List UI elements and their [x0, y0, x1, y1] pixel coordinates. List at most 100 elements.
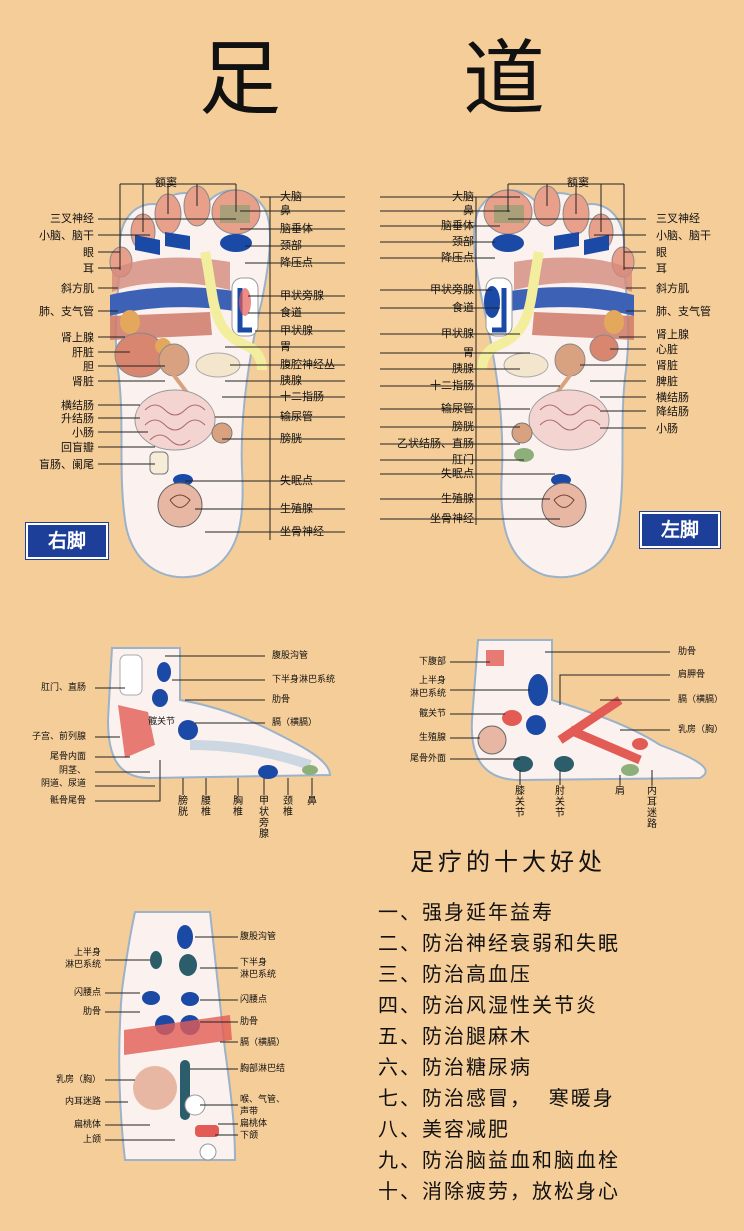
label-in-lumbar: 腰椎	[201, 796, 211, 818]
label-in-parathyroid: 甲状旁腺	[259, 796, 269, 840]
label-top-upper-jaw: 上颌	[82, 1135, 101, 1145]
label-rf-gonad: 生殖腺	[280, 502, 313, 515]
label-top-inguinal: 腹股沟管	[240, 932, 277, 942]
label-top-lower-jaw: 下颌	[240, 1131, 259, 1141]
label-in-uterus: 子宫、前列腺	[31, 732, 86, 742]
label-lf-small-intestine: 小肠	[656, 422, 678, 435]
left-foot-leader-lines	[380, 183, 646, 525]
label-rf-lung: 肺、支气管	[39, 305, 94, 318]
top-of-foot	[118, 911, 237, 1161]
label-top-diaphragm: 膈（横膈）	[240, 1038, 286, 1048]
label-rf-insomnia-point: 失眠点	[280, 474, 313, 487]
label-lf-eye: 眼	[656, 246, 667, 259]
label-rf-gallbladder: 胆	[83, 360, 94, 373]
label-lf-transverse-colon: 横结肠	[656, 391, 689, 404]
label-lf-adrenal: 肾上腺	[656, 328, 689, 341]
label-lf-duodenum: 十二指肠	[430, 379, 474, 392]
label-top-lymph-right: 淋巴系统	[240, 970, 277, 980]
benefit-item: 二、防治神经衰弱和失眠	[378, 931, 620, 955]
label-lf-frontal-sinus: 额窦	[567, 176, 589, 189]
label-in-inguinal: 腹股沟管	[272, 651, 309, 661]
label-rf-liver: 肝脏	[72, 346, 94, 359]
label-lf-insomnia-point: 失眠点	[441, 467, 474, 480]
label-out-inner-ear: 内耳迷路	[647, 786, 657, 830]
label-rf-kidney: 肾脏	[72, 375, 94, 388]
label-in-coccyx-inner: 尾骨内面	[49, 752, 86, 762]
benefit-item: 七、防治感冒， 寒暖身	[378, 1086, 615, 1110]
label-top-rib-right: 肋骨	[240, 1017, 259, 1027]
label-top-tonsil-right: 扁桃体	[240, 1119, 268, 1129]
label-lf-gonad: 生殖腺	[441, 492, 474, 505]
label-lf-neck: 颈部	[452, 235, 474, 248]
outer-side-foot	[470, 639, 707, 782]
label-lf-ureter: 输尿管	[441, 402, 474, 415]
label-lf-sigmoid: 乙状结肠、直肠	[397, 437, 474, 450]
label-in-cervical: 颈椎	[283, 796, 293, 818]
label-out-knee: 膝关节	[515, 786, 525, 819]
label-rf-frontal-sinus: 额窦	[155, 176, 177, 189]
label-in-nose: 鼻	[307, 796, 317, 807]
label-out-diaphragm: 膈（横膈）	[678, 695, 724, 705]
label-top-inner-ear: 内耳迷路	[64, 1097, 101, 1107]
label-rf-trigeminal: 三叉神经	[50, 212, 94, 225]
benefit-item: 六、防治糖尿病	[378, 1055, 532, 1079]
label-lf-cerebellum: 小脑、脑干	[656, 229, 711, 242]
label-out-elbow: 肘关节	[555, 786, 565, 819]
left-foot-badge: 左脚	[640, 512, 720, 548]
label-top-chest-lymph: 胸部淋巴结	[240, 1064, 286, 1074]
label-lf-ear: 耳	[656, 262, 667, 275]
label-rf-transverse-colon: 横结肠	[61, 399, 94, 412]
label-out-lower-abdomen: 下腹部	[418, 657, 446, 667]
label-lf-anus: 肛门	[452, 453, 474, 466]
label-out-shoulder: 肩	[615, 786, 625, 797]
label-rf-parathyroid: 甲状旁腺	[280, 289, 324, 302]
label-out-breast: 乳房（胸）	[678, 725, 724, 735]
label-rf-esophagus: 食道	[280, 306, 302, 319]
label-lf-pituitary: 脑垂体	[441, 219, 474, 232]
label-in-hip: 髋关节	[148, 717, 176, 727]
label-lf-parathyroid: 甲状旁腺	[430, 283, 474, 296]
label-top-vocal-cord: 声带	[240, 1107, 259, 1117]
label-top-lower-body: 下半身	[240, 958, 268, 968]
label-lf-bp-point: 降压点	[441, 251, 474, 264]
label-lf-pancreas: 胰腺	[452, 362, 474, 375]
label-lf-heart: 心脏	[656, 343, 678, 356]
label-in-lower-lymph: 下半身淋巴系统	[272, 675, 336, 685]
left-foot-sole	[473, 185, 635, 579]
label-in-vagina: 阴道、尿道	[40, 779, 86, 789]
label-lf-esophagus: 食道	[452, 301, 474, 314]
label-top-lumbago-left: 闪腰点	[73, 988, 101, 998]
label-in-anus-rectum: 肛门、直肠	[40, 683, 86, 693]
label-rf-cerebellum: 小脑、脑干	[39, 229, 94, 242]
top-foot-leader-lines	[105, 936, 238, 1141]
label-lf-kidney: 肾脏	[656, 359, 678, 372]
label-rf-ileocecal: 回盲瓣	[61, 441, 94, 454]
label-rf-bp-point: 降压点	[280, 256, 313, 269]
label-lf-cerebrum: 大脑	[452, 190, 474, 203]
label-rf-bladder: 膀胱	[280, 432, 302, 445]
label-rf-stomach: 胃	[280, 340, 291, 353]
inner-side-leader-lines	[95, 655, 313, 802]
label-lf-bladder: 膀胱	[452, 420, 474, 433]
label-top-lumbago-right: 闪腰点	[240, 995, 268, 1005]
label-lf-stomach: 胃	[463, 346, 474, 359]
label-lf-sciatic: 坐骨神经	[430, 512, 474, 525]
label-rf-sciatic: 坐骨神经	[280, 525, 324, 538]
label-out-upper-body: 上半身	[418, 676, 446, 686]
label-rf-neck: 颈部	[280, 239, 302, 252]
benefit-item: 三、防治高血压	[378, 962, 532, 986]
label-rf-ear: 耳	[83, 262, 94, 275]
label-in-sacrum: 骶骨尾骨	[49, 796, 86, 806]
label-in-rib: 肋骨	[272, 695, 291, 705]
label-lf-thyroid: 甲状腺	[441, 327, 474, 340]
label-rf-thyroid: 甲状腺	[280, 324, 313, 337]
label-out-coccyx-outer: 尾骨外面	[409, 754, 446, 764]
benefit-item: 九、防治脑益血和脑血栓	[378, 1148, 620, 1172]
benefit-item: 四、防治风湿性关节炎	[378, 993, 598, 1017]
label-rf-duodenum: 十二指肠	[280, 390, 324, 403]
label-top-breast: 乳房（胸）	[55, 1075, 101, 1085]
label-rf-pancreas: 胰腺	[280, 374, 302, 387]
label-rf-ureter: 输尿管	[280, 410, 313, 423]
label-rf-ascending-colon: 升结肠	[61, 412, 94, 425]
